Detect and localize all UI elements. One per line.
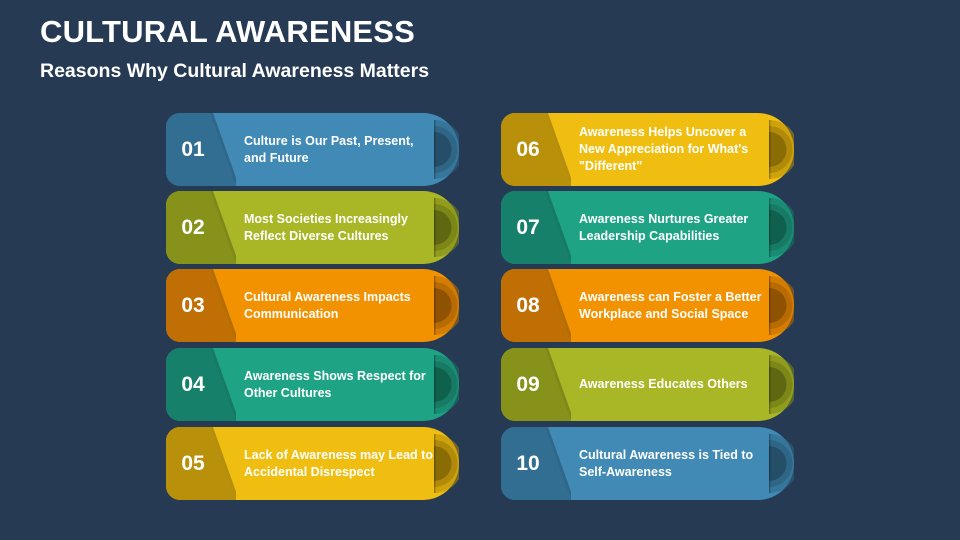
slide-title: CULTURAL AWARENESS [40,14,416,49]
half-circle-cap-icon [769,120,794,179]
reason-pill: 06 Awareness Helps Uncover a New Appreci… [501,113,794,186]
reason-pill: 10 Cultural Awareness is Tied to Self-Aw… [501,427,794,500]
reason-number: 07 [516,216,540,239]
number-panel-shape [166,269,236,342]
number-panel-shape [501,191,571,264]
reason-text: Cultural Awareness Impacts Communication [244,289,411,321]
half-circle-cap-icon [769,355,794,414]
reason-number: 01 [181,138,205,161]
reason-pill: 09 Awareness Educates Others [501,348,794,421]
reason-item: 03 Cultural Awareness Impacts Communicat… [166,269,459,342]
reason-item: 07 Awareness Nurtures Greater Leadership… [501,191,794,264]
reason-number: 04 [181,373,205,396]
half-circle-cap-icon [769,434,794,493]
reason-item: 05 Lack of Awareness may Lead to Acciden… [166,427,459,500]
half-circle-cap-icon [434,120,459,179]
reason-number: 02 [181,216,205,239]
number-panel-shape [501,348,571,421]
reason-pill: 08 Awareness can Foster a Better Workpla… [501,269,794,342]
reason-number: 05 [181,452,205,475]
reason-number: 03 [181,294,205,317]
reason-text: Lack of Awareness may Lead to Accidental… [244,447,433,479]
reason-number: 09 [516,373,540,396]
reason-text: Awareness can Foster a Better Workplace … [579,289,762,321]
reason-item: 04 Awareness Shows Respect for Other Cul… [166,348,459,421]
reason-number: 08 [516,294,540,317]
reason-pill: 05 Lack of Awareness may Lead to Acciden… [166,427,459,500]
half-circle-cap-icon [434,355,459,414]
reason-text: Cultural Awareness is Tied to Self-Aware… [579,447,754,479]
half-circle-cap-icon [769,198,794,257]
reason-item: 10 Cultural Awareness is Tied to Self-Aw… [501,427,794,500]
reason-text: Most Societies Increasingly Reflect Dive… [244,211,408,243]
reason-pill: 07 Awareness Nurtures Greater Leadership… [501,191,794,264]
half-circle-cap-icon [769,276,794,335]
reason-text: Awareness Helps Uncover a New Appreciati… [579,125,749,173]
reason-text: Culture is Our Past, Present, and Future [244,133,414,165]
reason-pill: 03 Cultural Awareness Impacts Communicat… [166,269,459,342]
half-circle-cap-icon [434,198,459,257]
number-panel-shape [501,427,571,500]
reason-text: Awareness Nurtures Greater Leadership Ca… [579,211,749,243]
reason-text: Awareness Shows Respect for Other Cultur… [244,368,426,400]
reason-pill: 04 Awareness Shows Respect for Other Cul… [166,348,459,421]
reason-item: 06 Awareness Helps Uncover a New Appreci… [501,113,794,186]
half-circle-cap-icon [434,276,459,335]
slide-subtitle: Reasons Why Cultural Awareness Matters [40,60,430,82]
reason-item: 01 Culture is Our Past, Present, and Fut… [166,113,459,186]
reason-number: 06 [516,138,540,161]
reason-pill: 02 Most Societies Increasingly Reflect D… [166,191,459,264]
reason-item: 02 Most Societies Increasingly Reflect D… [166,191,459,264]
number-panel-shape [166,348,236,421]
reason-item: 08 Awareness can Foster a Better Workpla… [501,269,794,342]
reason-item: 09 Awareness Educates Others [501,348,794,421]
reason-number: 10 [516,452,540,475]
half-circle-cap-icon [434,434,459,493]
number-panel-shape [166,427,236,500]
number-panel-shape [501,113,571,186]
reason-text: Awareness Educates Others [579,377,748,391]
number-panel-shape [501,269,571,342]
reason-pill: 01 Culture is Our Past, Present, and Fut… [166,113,459,186]
number-panel-shape [166,191,236,264]
number-panel-shape [166,113,236,186]
